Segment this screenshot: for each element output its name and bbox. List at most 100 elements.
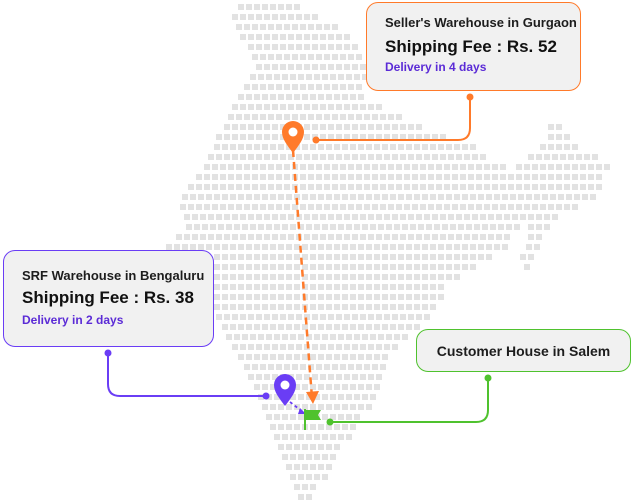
map-tile	[270, 324, 276, 330]
map-tile	[480, 234, 486, 240]
map-tile	[204, 164, 210, 170]
map-tile	[350, 304, 356, 310]
map-tile	[302, 194, 308, 200]
map-tile	[270, 144, 276, 150]
map-tile	[432, 154, 438, 160]
map-tile	[286, 404, 292, 410]
map-tile	[214, 294, 220, 300]
map-tile	[304, 234, 310, 240]
map-tile	[374, 244, 380, 250]
map-tile	[278, 444, 284, 450]
map-tile	[320, 134, 326, 140]
map-tile	[228, 114, 234, 120]
map-tile	[514, 224, 520, 230]
map-tile	[422, 294, 428, 300]
map-tile	[256, 214, 262, 220]
map-tile	[370, 394, 376, 400]
map-tile	[342, 254, 348, 260]
map-tile	[316, 24, 322, 30]
map-tile	[334, 194, 340, 200]
map-tile	[284, 204, 290, 210]
map-tile	[412, 184, 418, 190]
map-tile	[512, 214, 518, 220]
map-tile	[540, 184, 546, 190]
map-tile	[286, 194, 292, 200]
map-tile	[286, 94, 292, 100]
map-tile	[390, 274, 396, 280]
map-tile	[444, 164, 450, 170]
map-tile	[166, 244, 172, 250]
salem-connector-line	[330, 378, 489, 423]
map-tile	[344, 134, 350, 140]
map-tile	[334, 254, 340, 260]
map-tile	[374, 264, 380, 270]
map-tile	[328, 34, 334, 40]
map-tile	[238, 194, 244, 200]
map-tile	[202, 224, 208, 230]
map-tile	[422, 194, 428, 200]
map-tile	[252, 84, 258, 90]
map-tile	[286, 294, 292, 300]
map-tile	[488, 234, 494, 240]
map-tile	[264, 14, 270, 20]
map-tile	[430, 304, 436, 310]
map-tile	[270, 404, 276, 410]
map-tile	[266, 414, 272, 420]
map-tile	[326, 254, 332, 260]
map-tile	[430, 264, 436, 270]
map-tile	[238, 274, 244, 280]
map-tile	[288, 214, 294, 220]
map-tile	[524, 174, 530, 180]
map-tile	[264, 214, 270, 220]
map-tile	[318, 324, 324, 330]
map-tile	[310, 254, 316, 260]
map-tile	[246, 294, 252, 300]
map-tile	[236, 24, 242, 30]
map-tile	[366, 304, 372, 310]
map-tile	[382, 284, 388, 290]
map-tile	[312, 124, 318, 130]
map-tile	[414, 284, 420, 290]
map-tile	[318, 294, 324, 300]
map-tile	[278, 4, 284, 10]
map-tile	[348, 184, 354, 190]
map-tile	[290, 414, 296, 420]
map-tile	[284, 184, 290, 190]
map-tile	[430, 244, 436, 250]
map-tile	[382, 264, 388, 270]
map-tile	[304, 14, 310, 20]
salem-connector-end-dot	[326, 418, 334, 426]
map-tile	[338, 434, 344, 440]
map-tile	[406, 274, 412, 280]
map-tile	[462, 144, 468, 150]
map-tile	[232, 314, 238, 320]
map-tile	[286, 424, 292, 430]
map-tile	[492, 184, 498, 190]
map-tile	[344, 234, 350, 240]
map-tile	[478, 244, 484, 250]
map-tile	[254, 4, 260, 10]
map-tile	[294, 304, 300, 310]
map-tile	[248, 154, 254, 160]
map-tile	[304, 124, 310, 130]
map-tile	[240, 134, 246, 140]
map-tile	[200, 214, 206, 220]
map-tile	[282, 414, 288, 420]
map-tile	[306, 74, 312, 80]
map-tile	[256, 124, 262, 130]
map-tile	[336, 154, 342, 160]
map-tile	[422, 264, 428, 270]
map-tile	[358, 404, 364, 410]
map-tile	[314, 224, 320, 230]
map-tile	[580, 174, 586, 180]
map-tile	[320, 314, 326, 320]
map-tile	[334, 324, 340, 330]
map-tile	[354, 74, 360, 80]
map-tile	[356, 164, 362, 170]
map-tile	[436, 164, 442, 170]
map-tile	[376, 214, 382, 220]
map-tile	[188, 184, 194, 190]
map-tile	[296, 14, 302, 20]
map-tile	[230, 264, 236, 270]
map-tile	[248, 374, 254, 380]
